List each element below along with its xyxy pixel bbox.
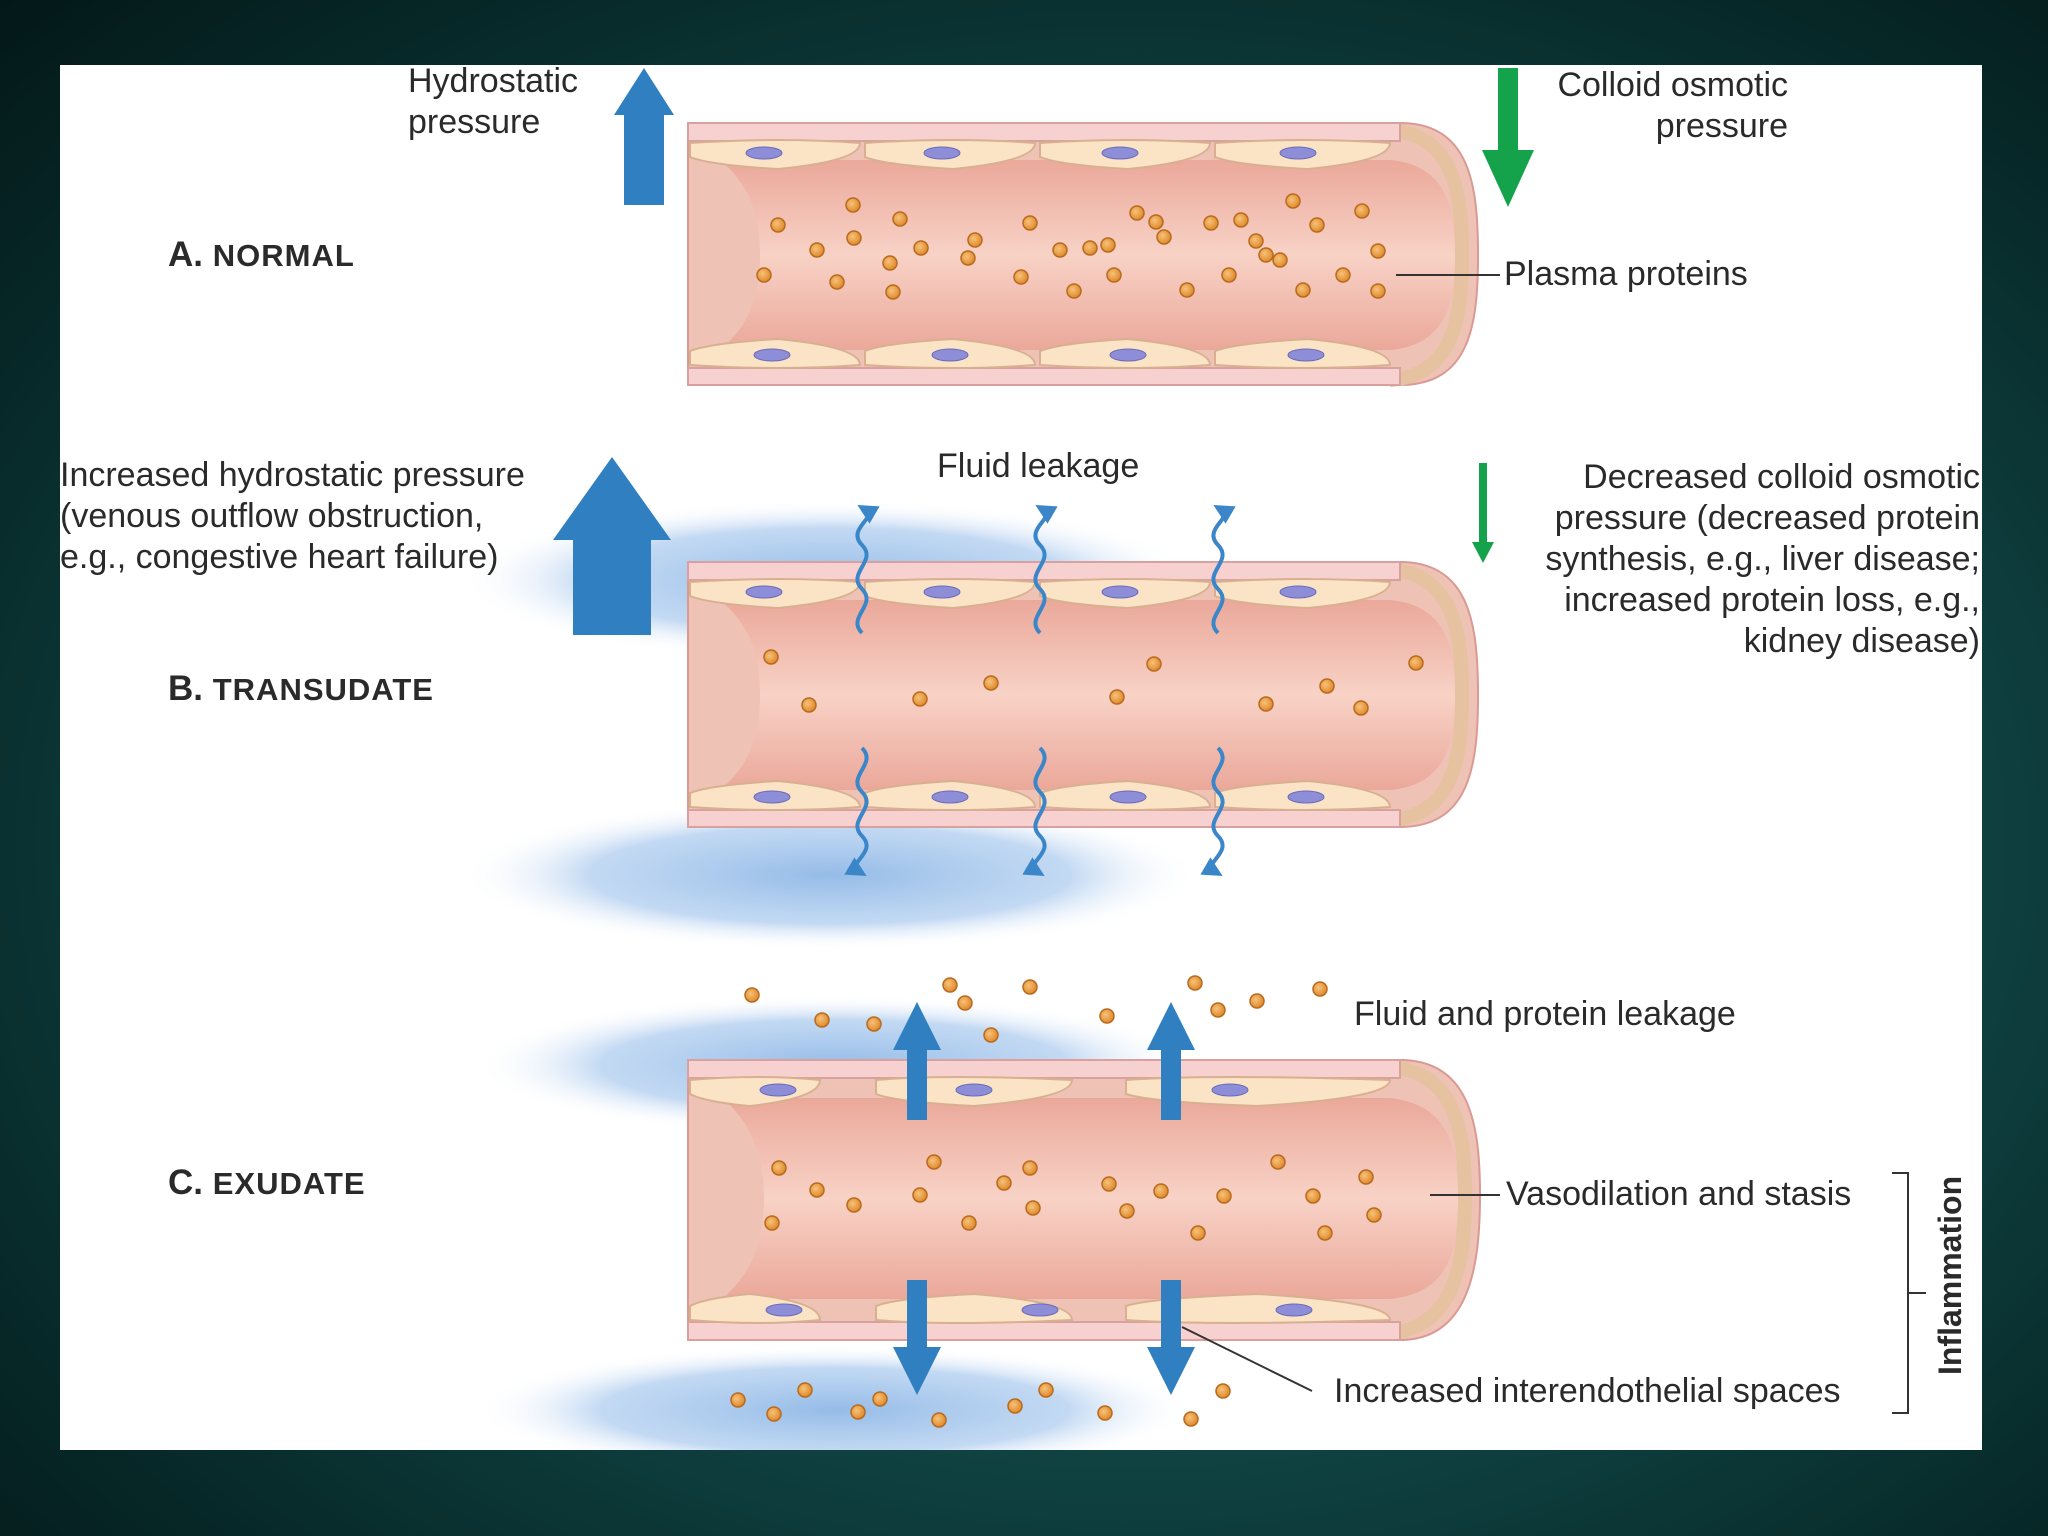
vessel-normal (687, 122, 1480, 387)
panel-c-title: C. EXUDATE (168, 1163, 366, 1203)
colloid-osmotic-label: Colloid osmotic pressure (1540, 65, 1788, 147)
extravasated-proteins (730, 975, 1328, 1428)
panel-a-word: NORMAL (212, 238, 355, 273)
increased-hydrostatic-line2: (venous outflow obstruction, (60, 497, 484, 535)
increased-hydrostatic-line3: e.g., congestive heart failure) (60, 538, 499, 576)
increased-hydrostatic-label: Increased hydrostatic pressure (venous o… (60, 455, 525, 578)
vessel-exudate-proteins (764, 1154, 1382, 1241)
hydrostatic-line1: Hydrostatic (408, 62, 579, 100)
panel-b-letter: B. (168, 669, 203, 708)
colloid-osmotic-arrow (1482, 68, 1534, 207)
panel-a-title: A. NORMAL (168, 235, 355, 275)
vessel-transudate-nuclei (745, 585, 1325, 804)
increased-hydrostatic-arrow (553, 457, 671, 635)
diagram-panel: A. NORMAL B. TRANSUDATE C. EXUDATE Hydro… (60, 62, 1982, 1450)
plasma-proteins-label: Plasma proteins (1504, 255, 1748, 293)
interendothelial-label: Increased interendothelial spaces (1334, 1372, 1841, 1410)
decreased-colloid-line2: pressure (decreased protein (1554, 499, 1980, 537)
inflammation-label: Inflammation (1932, 1175, 1968, 1375)
panel-c-letter: C. (168, 1163, 203, 1202)
fluid-protein-leakage-label: Fluid and protein leakage (1354, 995, 1736, 1033)
inflammation-bracket (1892, 1172, 1926, 1414)
transudate-leakage-glow-bottom (460, 800, 1200, 950)
panel-c-word: EXUDATE (212, 1166, 366, 1201)
panel-b-word: TRANSUDATE (212, 672, 434, 707)
vessel-exudate-nuclei (759, 1083, 1313, 1317)
fluid-leakage-label: Fluid leakage (937, 447, 1140, 485)
decreased-colloid-line5: kidney disease) (1743, 622, 1980, 660)
decreased-colloid-arrow (1472, 463, 1494, 563)
vessel-transudate (687, 561, 1480, 828)
hydrostatic-pressure-label: Hydrostatic pressure (408, 61, 578, 143)
vessel-normal-plasma-proteins (756, 193, 1386, 300)
increased-hydrostatic-line1: Increased hydrostatic pressure (60, 456, 525, 494)
decreased-colloid-line1: Decreased colloid osmotic (1583, 458, 1980, 496)
fluid-leakage-wavy-arrows (844, 504, 1236, 877)
vessel-normal-nuclei (745, 146, 1325, 362)
decreased-colloid-line4: increased protein loss, e.g., (1564, 581, 1980, 619)
protein-leakage-arrows (893, 1002, 1195, 1395)
colloid-line2: pressure (1655, 107, 1788, 145)
interendothelial-leader (1181, 1326, 1313, 1392)
colloid-line1: Colloid osmotic (1557, 66, 1788, 104)
vasodilation-label: Vasodilation and stasis (1506, 1175, 1852, 1213)
decreased-colloid-line3: synthesis, e.g., liver disease; (1545, 540, 1980, 578)
exudate-leakage-glow-bottom (475, 1345, 1195, 1450)
hydrostatic-line2: pressure (408, 103, 541, 141)
decreased-colloid-label: Decreased colloid osmotic pressure (decr… (1500, 457, 1980, 662)
diagram-canvas (460, 68, 1926, 1450)
vessel-transudate-proteins (763, 649, 1424, 716)
hydrostatic-pressure-arrow (614, 68, 674, 205)
panel-b-title: B. TRANSUDATE (168, 669, 434, 709)
vessel-exudate (687, 1059, 1482, 1341)
panel-a-letter: A. (168, 235, 203, 274)
